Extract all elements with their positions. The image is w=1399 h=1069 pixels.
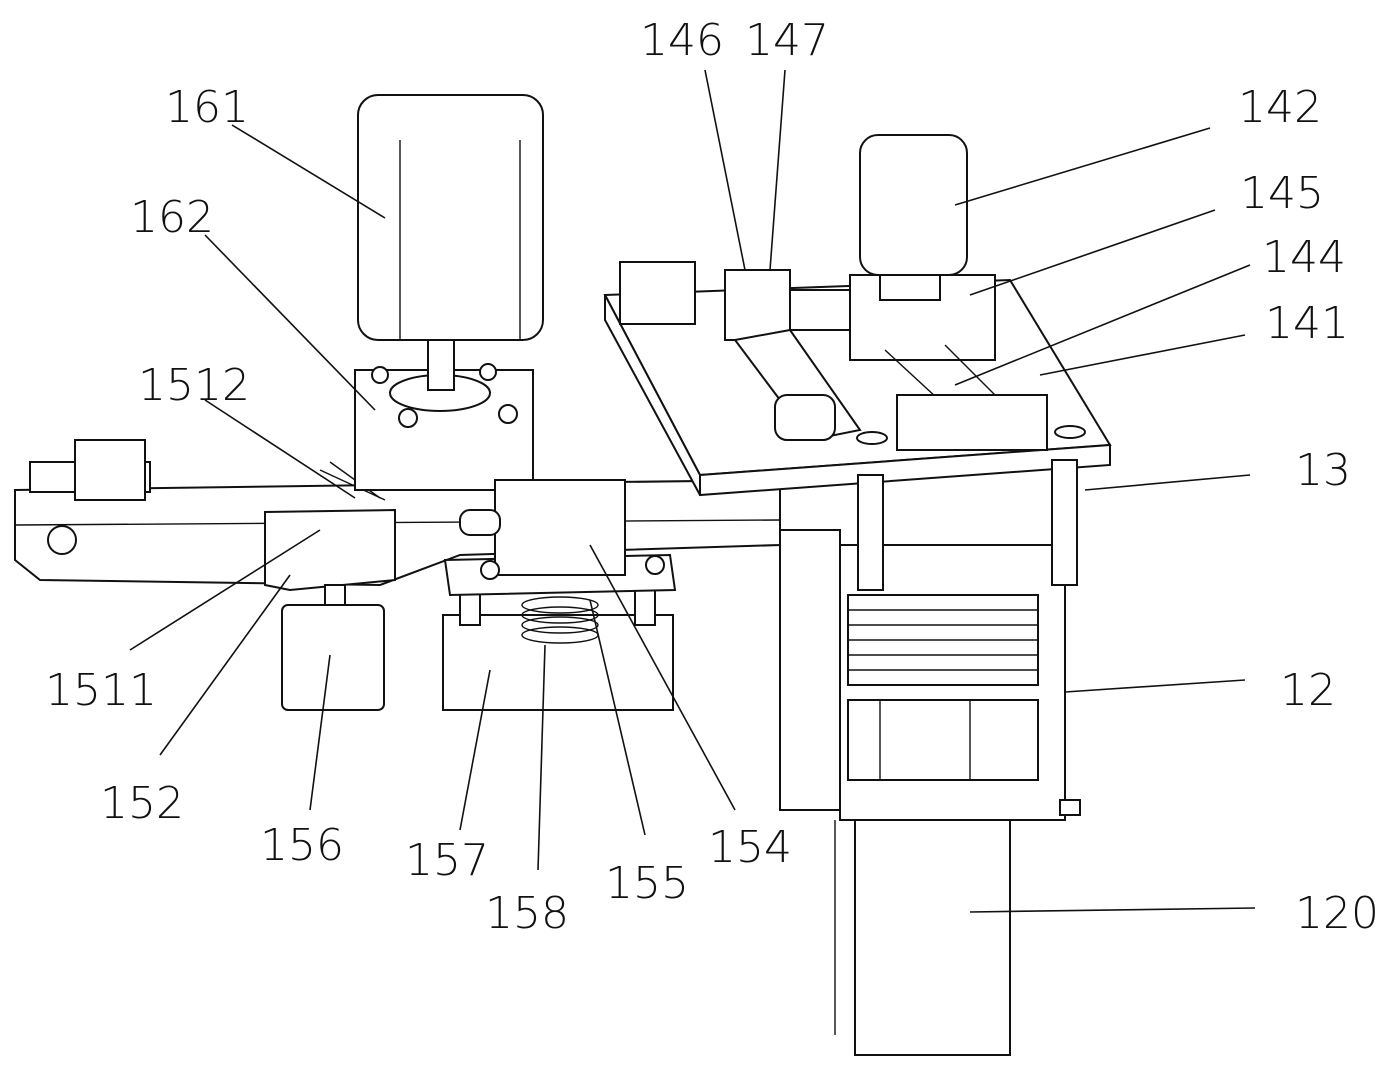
label-161: 161 — [165, 82, 249, 133]
label-145: 145 — [1240, 168, 1324, 219]
label-155: 155 — [605, 858, 689, 909]
label-141: 141 — [1265, 298, 1349, 349]
motor-142 — [860, 135, 967, 300]
label-162: 162 — [130, 192, 214, 243]
label-120: 120 — [1295, 888, 1379, 939]
label-12: 12 — [1280, 665, 1336, 716]
label-154: 154 — [708, 822, 792, 873]
label-157: 157 — [405, 835, 489, 886]
label-13: 13 — [1295, 445, 1351, 496]
label-1512: 1512 — [138, 360, 250, 411]
label-1511: 1511 — [45, 665, 157, 716]
label-158: 158 — [485, 888, 569, 939]
label-146: 146 — [640, 15, 724, 66]
frame-12 — [780, 530, 1080, 1055]
label-144: 144 — [1262, 232, 1346, 283]
label-147: 147 — [745, 15, 829, 66]
motor-156 — [282, 585, 384, 710]
label-156: 156 — [260, 820, 344, 871]
motor-161 — [355, 95, 543, 490]
label-152: 152 — [100, 778, 184, 829]
label-142: 142 — [1238, 82, 1322, 133]
